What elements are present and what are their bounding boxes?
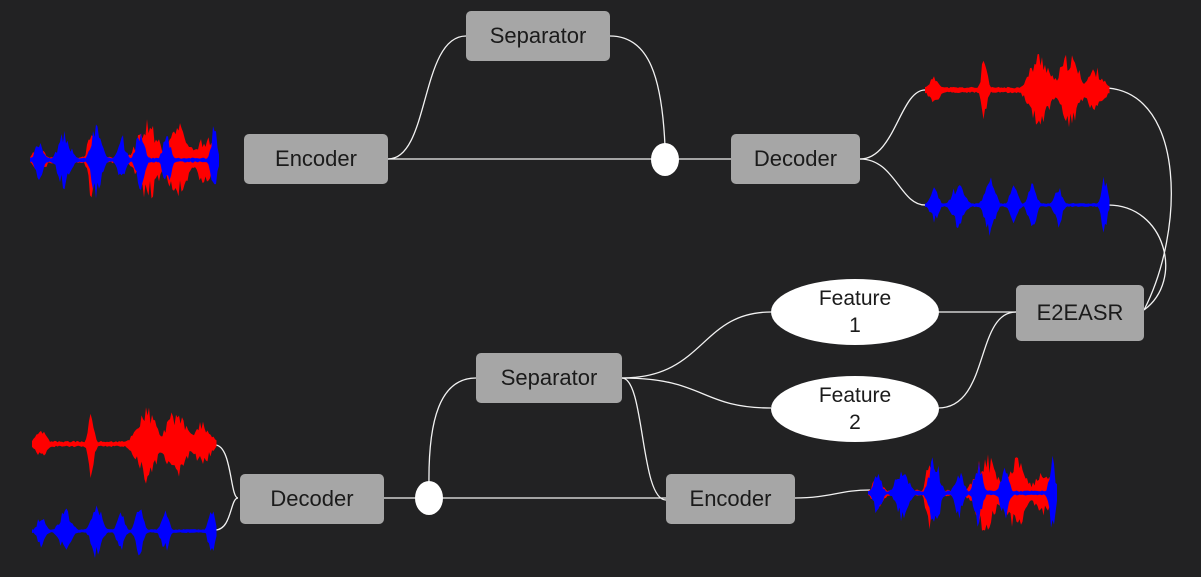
- feature-2-index: 2: [849, 411, 861, 434]
- wire-blue-input-decoder: [214, 497, 239, 531]
- encoder-label: Encoder: [689, 486, 772, 511]
- red-waveform-shape: [925, 54, 1110, 128]
- separator-box-bottom: Separator: [476, 353, 622, 403]
- wire-separator-feature2: [621, 377, 772, 409]
- wire-separator-mask: [609, 35, 666, 147]
- separator-label: Separator: [489, 23, 587, 48]
- feature-2-label: Feature: [818, 384, 892, 407]
- wire-encoder-separator: [387, 35, 467, 160]
- encoder-label: Encoder: [275, 146, 357, 171]
- red-waveform-shape: [32, 407, 217, 484]
- separator-box-top: Separator: [466, 11, 610, 61]
- decoder-label: Decoder: [753, 146, 838, 171]
- encoder-box-bottom: Encoder: [666, 474, 795, 524]
- blue-waveform-shape: [868, 455, 1057, 528]
- wire-red-input-decoder: [214, 444, 239, 499]
- separated-waveform-speaker-b-output: [925, 176, 1110, 236]
- separated-waveform-speaker-a-output: [925, 54, 1110, 128]
- feature-2-node: Feature 2: [771, 376, 939, 442]
- mixture-waveform-input: [30, 119, 219, 199]
- wire-separator-encoder: [621, 377, 667, 501]
- blue-waveform-shape: [30, 124, 219, 199]
- blue-waveform-shape: [925, 176, 1110, 236]
- decoder-box-bottom: Decoder: [240, 474, 384, 524]
- separator-label: Separator: [500, 365, 598, 390]
- wire-red-output-asr: [1107, 87, 1172, 311]
- feature-1-label: Feature: [818, 287, 892, 310]
- wire-separator-feature1: [621, 311, 772, 379]
- e2e-asr-box: E2EASR: [1016, 285, 1144, 341]
- wire-decoder-blue-output: [859, 158, 926, 206]
- reference-waveform-speaker-a: [32, 407, 217, 484]
- e2e-asr-label: E2EASR: [1036, 300, 1124, 325]
- wire-separator-mask-bottom: [428, 377, 477, 487]
- decoder-label: Decoder: [270, 486, 354, 511]
- feature-1-node: Feature 1: [771, 279, 939, 345]
- wire-blue-output-asr: [1107, 204, 1167, 311]
- wire-feature2-asr: [937, 311, 1017, 409]
- mask-multiply-node-top: [651, 143, 679, 176]
- blue-waveform-shape: [32, 505, 217, 559]
- reference-waveform-speaker-b: [32, 505, 217, 559]
- encoder-box-top: Encoder: [244, 134, 388, 184]
- mixture-waveform-bottom: [868, 454, 1057, 531]
- wire-decoder-red-output: [859, 89, 926, 160]
- wire-encoder-mixture: [794, 489, 871, 499]
- decoder-box-top: Decoder: [731, 134, 860, 184]
- mask-multiply-node-bottom: [415, 481, 443, 515]
- feature-1-index: 1: [849, 314, 861, 337]
